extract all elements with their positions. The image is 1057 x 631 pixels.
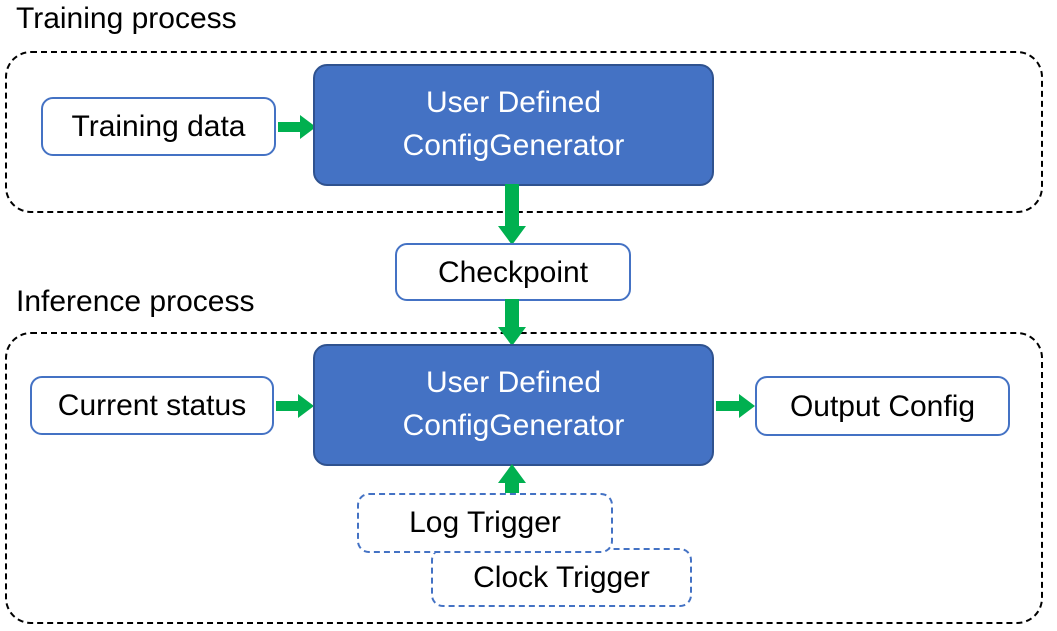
training-process-line-1: User Defined <box>425 86 602 120</box>
training-process-container <box>5 51 1043 213</box>
arrow-current-status-to-process <box>276 393 316 419</box>
checkpoint-node[interactable]: Checkpoint <box>395 243 631 301</box>
training-config-generator-box[interactable]: User Defined ConfigGenerator <box>313 64 714 186</box>
training-section-caption: Training process <box>16 2 237 35</box>
arrow-training-data-to-process <box>278 114 318 140</box>
inference-config-generator-box[interactable]: User Defined ConfigGenerator <box>313 344 714 466</box>
inference-process-container <box>5 332 1043 624</box>
log-trigger-node[interactable]: Log Trigger <box>357 493 613 553</box>
training-process-line-2: ConfigGenerator <box>402 129 625 162</box>
arrow-process-to-output-config <box>716 393 758 419</box>
inference-process-line-2: ConfigGenerator <box>402 409 625 442</box>
arrow-process-to-checkpoint <box>498 184 527 246</box>
output-config-node[interactable]: Output Config <box>755 376 1010 436</box>
current-status-node[interactable]: Current status <box>30 376 274 435</box>
arrow-trigger-to-process <box>498 464 527 500</box>
arrow-checkpoint-to-inference <box>498 299 527 347</box>
clock-trigger-node[interactable]: Clock Trigger <box>431 548 692 607</box>
inference-section-caption: Inference process <box>16 285 255 318</box>
inference-process-line-1: User Defined <box>425 366 602 400</box>
training-data-node[interactable]: Training data <box>41 97 276 156</box>
